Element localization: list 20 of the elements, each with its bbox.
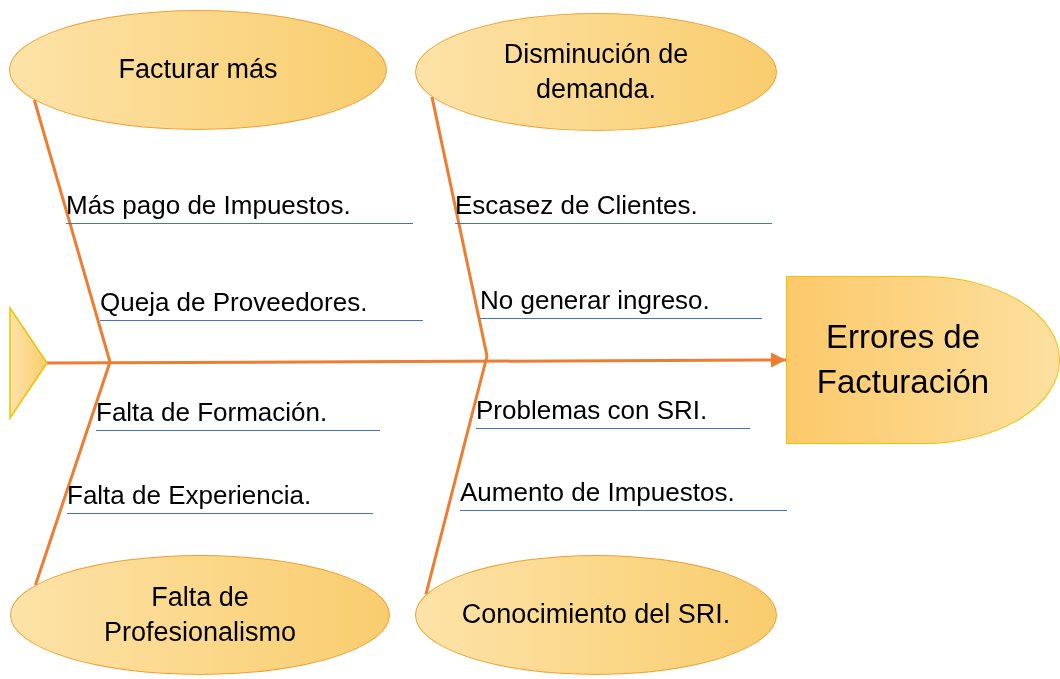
bone-line	[430, 96, 489, 357]
cause-label: No generar ingreso.	[480, 285, 762, 319]
cause-label: Queja de Proveedores.	[100, 287, 423, 321]
cause-text: Facturar más	[118, 53, 278, 87]
cause-label: Falta de Experiencia.	[67, 480, 373, 514]
bone-line	[32, 99, 112, 363]
cause-text: Falta de Profesionalismo	[102, 580, 298, 649]
cause-label: Aumento de Impuestos.	[460, 477, 787, 511]
bone-line	[34, 361, 112, 586]
tail-triangle	[9, 305, 48, 421]
cause-label: Falta de Formación.	[96, 397, 380, 431]
cause-label: Problemas con SRI.	[476, 395, 750, 429]
cause-label: Más pago de Impuestos.	[66, 190, 413, 224]
effect-head-shape	[786, 276, 1060, 444]
effect-text: Errores de Facturación	[815, 317, 991, 402]
bone-line	[424, 355, 489, 595]
cause-label: Escasez de Clientes.	[455, 190, 772, 224]
spine-arrow	[47, 352, 786, 368]
cause-text: Conocimiento del SRI.	[461, 598, 731, 632]
cause-text: Disminución de demanda.	[502, 37, 690, 106]
